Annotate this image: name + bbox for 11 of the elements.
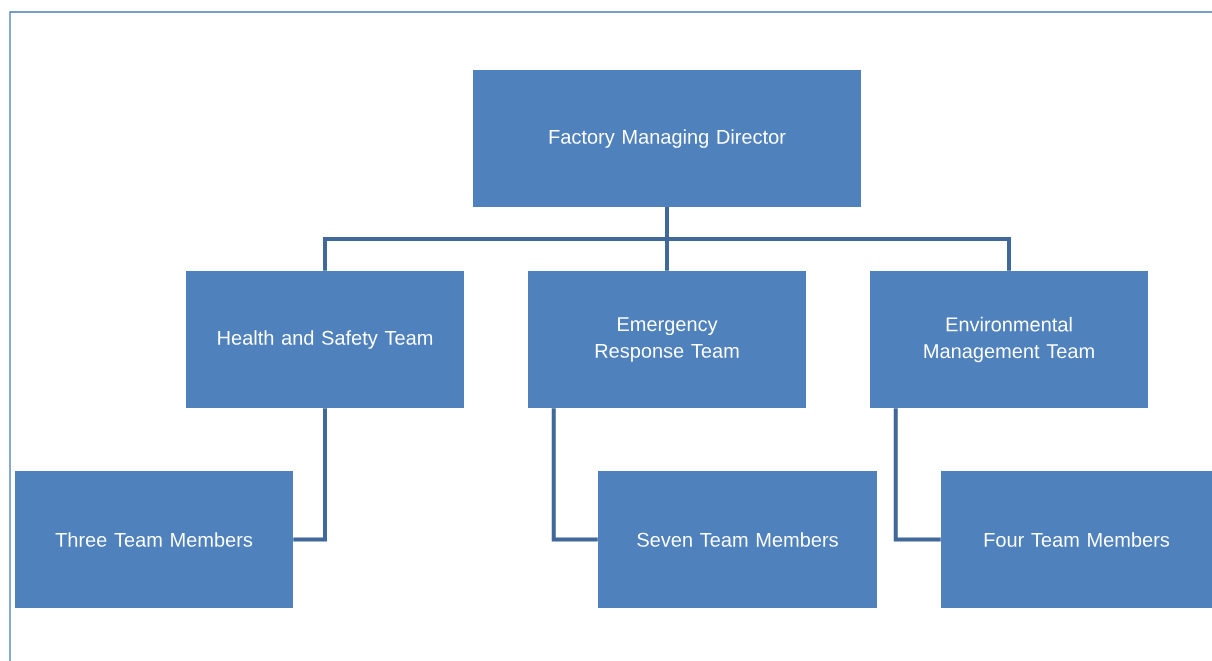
team-box: Three Team Members <box>15 471 293 608</box>
team-box: Health and Safety Team <box>186 271 464 408</box>
team-box: Environmental Management Team <box>870 271 1148 408</box>
connector-line <box>665 207 1011 271</box>
connector-line <box>893 408 941 542</box>
team-box: Factory Managing Director <box>473 70 861 207</box>
team-box: Four Team Members <box>941 471 1212 608</box>
connector-line <box>551 408 598 542</box>
team-box: Seven Team Members <box>598 471 877 608</box>
team-box: Emergency Response Team <box>528 271 806 408</box>
connector-line <box>293 408 327 542</box>
